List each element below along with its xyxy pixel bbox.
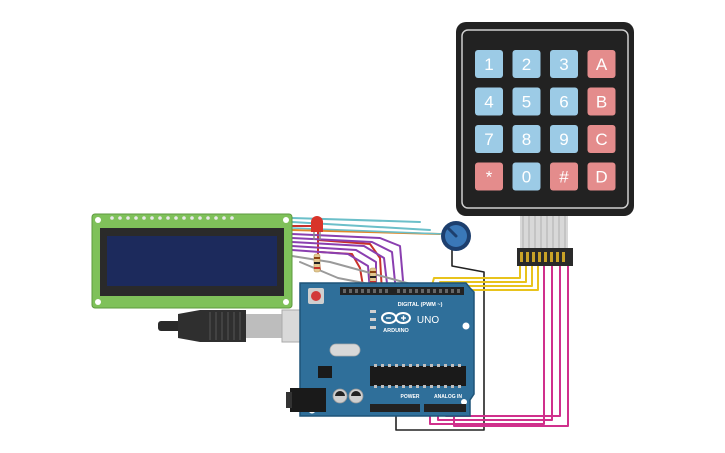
wire-purple-5 — [291, 249, 371, 293]
power-header — [370, 404, 420, 412]
keypad-key-face — [512, 87, 541, 116]
resistor-2 — [369, 267, 377, 287]
keypad-key[interactable]: 7 — [475, 125, 503, 153]
keypad-key[interactable]: 6 — [550, 87, 578, 116]
power-label: POWER — [401, 394, 420, 400]
wire-purple-1 — [291, 233, 405, 293]
keypad-key[interactable]: A — [587, 50, 616, 78]
keypad-key-label: # — [559, 168, 569, 187]
arduino-uno: DIGITAL (PWM ~) ARDUINO UNO — [286, 282, 475, 417]
keypad-key-label: 7 — [484, 130, 493, 149]
keypad-keys: 1 2 3 A 4 5 6 B 7 8 9 C * 0 # D — [475, 50, 616, 191]
keypad-key-face — [512, 50, 541, 78]
keypad-key-label: 3 — [559, 55, 568, 74]
keypad-key-face — [550, 125, 578, 153]
keypad-key-face — [550, 162, 578, 191]
keypad: 1 2 3 A 4 5 6 B 7 8 9 C * 0 # D — [456, 22, 634, 266]
keypad-key[interactable]: * — [475, 162, 503, 191]
keypad-key-label: 9 — [559, 130, 568, 149]
lcd-module — [91, 213, 293, 309]
keypad-key[interactable]: 1 — [475, 50, 503, 78]
keypad-key-label: 8 — [522, 130, 531, 149]
keypad-key-face — [587, 162, 616, 191]
keypad-key[interactable]: 9 — [550, 125, 578, 153]
keypad-key[interactable]: 8 — [512, 125, 541, 153]
keypad-key-label: B — [596, 93, 607, 112]
keypad-key-label: C — [595, 130, 607, 149]
keypad-key-face — [475, 162, 503, 191]
keypad-key-face — [587, 50, 616, 78]
lcd-screen — [107, 236, 277, 286]
keypad-key[interactable]: 0 — [512, 162, 541, 191]
analog-label: ANALOG IN — [434, 394, 462, 400]
keypad-key-label: D — [595, 168, 607, 187]
keypad-key-face — [475, 50, 503, 78]
keypad-key-label: A — [596, 55, 608, 74]
digital-label: DIGITAL (PWM ~) — [398, 302, 443, 308]
keypad-key[interactable]: 3 — [550, 50, 578, 78]
wire-magenta-4 — [453, 263, 569, 427]
wire-purple-3 — [291, 241, 389, 293]
analog-header — [424, 404, 466, 412]
keypad-key-face — [587, 87, 616, 116]
keypad-key[interactable]: B — [587, 87, 616, 116]
keypad-key-face — [475, 125, 503, 153]
keypad-key-face — [550, 50, 578, 78]
wire-purple-2 — [291, 237, 397, 293]
keypad-key[interactable]: C — [587, 125, 616, 153]
keypad-key-label: * — [486, 168, 493, 187]
power-jack — [290, 388, 326, 412]
keypad-key-label: 1 — [484, 55, 493, 74]
arduino-brand: ARDUINO — [383, 328, 409, 334]
keypad-border — [461, 29, 629, 209]
keypad-key[interactable]: 2 — [512, 50, 541, 78]
keypad-key-face — [512, 125, 541, 153]
wire-magenta-1 — [429, 263, 545, 425]
wire-pot — [395, 247, 485, 431]
keypad-key[interactable]: # — [550, 162, 578, 191]
keypad-key[interactable]: 5 — [512, 87, 541, 116]
crystal — [329, 343, 361, 357]
led — [311, 216, 323, 240]
keypad-key-face — [587, 125, 616, 153]
keypad-key-label: 5 — [522, 93, 531, 112]
keypad-key-face — [475, 87, 503, 116]
usb-cable — [158, 309, 321, 343]
atmega-chip — [370, 366, 466, 386]
keypad-key[interactable]: D — [587, 162, 616, 191]
arduino-model: UNO — [417, 315, 439, 326]
potentiometer[interactable] — [441, 221, 471, 251]
keypad-key[interactable]: 4 — [475, 87, 503, 116]
keypad-key-face — [512, 162, 541, 191]
resistor-1 — [313, 253, 321, 273]
lcd-pins — [110, 216, 234, 220]
digital-header — [340, 287, 464, 295]
arduino-logo-icon — [381, 312, 411, 324]
keypad-key-face — [550, 87, 578, 116]
keypad-key-label: 4 — [484, 93, 493, 112]
keypad-ribbon — [517, 216, 573, 266]
keypad-key-label: 6 — [559, 93, 568, 112]
keypad-key-label: 2 — [522, 55, 531, 74]
keypad-key-label: 0 — [522, 168, 531, 187]
voltage-regulator — [318, 366, 332, 378]
